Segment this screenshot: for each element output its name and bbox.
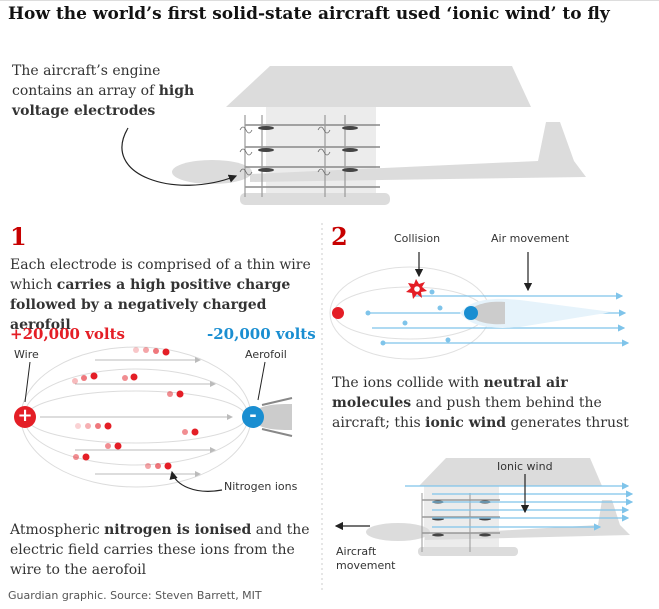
aircraft-movement-label: Aircraft movement <box>336 545 396 572</box>
step1-bottom-plain-1: Atmospheric <box>10 522 105 538</box>
step1-description-bold: carries a high positive charge followed … <box>10 277 291 333</box>
step2-plain-1: The ions collide with <box>332 375 484 391</box>
ions-pointer-arrow <box>169 470 223 492</box>
positive-voltage-label: +20,000 volts <box>10 325 125 343</box>
step2-plain-3: generates thrust <box>506 415 629 431</box>
wire-pointer <box>24 361 31 403</box>
plus-symbol: + <box>17 405 33 426</box>
positive-wire-symbol <box>14 406 36 428</box>
step2-negative-ion <box>464 306 478 320</box>
intro-text-bold: high voltage electrodes <box>12 83 195 119</box>
wire-label: Wire <box>14 348 39 361</box>
step1-bottom-plain-2: and the electric field carries these ion… <box>10 522 310 578</box>
aerofoil-pointer <box>257 361 266 401</box>
aircraft-illustration-top <box>172 66 586 205</box>
nitrogen-ions <box>72 347 199 470</box>
step1-description: Each electrode is comprised of a thin wi… <box>10 255 315 335</box>
air-movement-label: Air movement <box>491 232 570 245</box>
nitrogen-ions-label: Nitrogen ions <box>224 480 298 493</box>
field-arrows <box>40 357 233 477</box>
step2-bold-2: ionic wind <box>425 415 507 431</box>
ionic-wind-arrows <box>405 482 634 531</box>
intro-text-plain: The aircraft’s engine contains an array … <box>12 63 161 99</box>
step2-description: The ions collide with neutral air molecu… <box>332 373 650 433</box>
ionic-wind-label: Ionic wind <box>497 460 553 473</box>
minus-symbol: - <box>249 405 257 426</box>
step2-plain-2: and push them behind the aircraft; this <box>332 395 602 431</box>
step1-number: 1 <box>10 222 27 251</box>
step2-number: 2 <box>331 222 348 251</box>
step1-bottom-text: Atmospheric nitrogen is ionised and the … <box>10 520 315 580</box>
neutral-air-molecules <box>365 289 451 346</box>
aerofoil-label: Aerofoil <box>245 348 287 361</box>
intro-pointer-arrow <box>121 127 238 186</box>
aircraft-illustration-bottom <box>366 458 630 556</box>
step2-aerofoil <box>466 301 505 325</box>
collision-starburst <box>406 279 427 299</box>
source-credit: Guardian graphic. Source: Steven Barrett… <box>8 589 262 602</box>
step1-bottom-bold: nitrogen is ionised <box>104 522 252 538</box>
step1-description-plain: Each electrode is comprised of a thin wi… <box>10 257 311 293</box>
aerofoil-shape <box>242 397 293 437</box>
negative-voltage-label: -20,000 volts <box>207 325 316 343</box>
step2-bold-1: neutral air molecules <box>332 375 568 411</box>
collision-label: Collision <box>394 232 441 245</box>
page-title: How the world’s first solid-state aircra… <box>8 4 610 24</box>
intro-text: The aircraft’s engine contains an array … <box>12 61 202 121</box>
step2-positive-wire <box>332 307 344 319</box>
